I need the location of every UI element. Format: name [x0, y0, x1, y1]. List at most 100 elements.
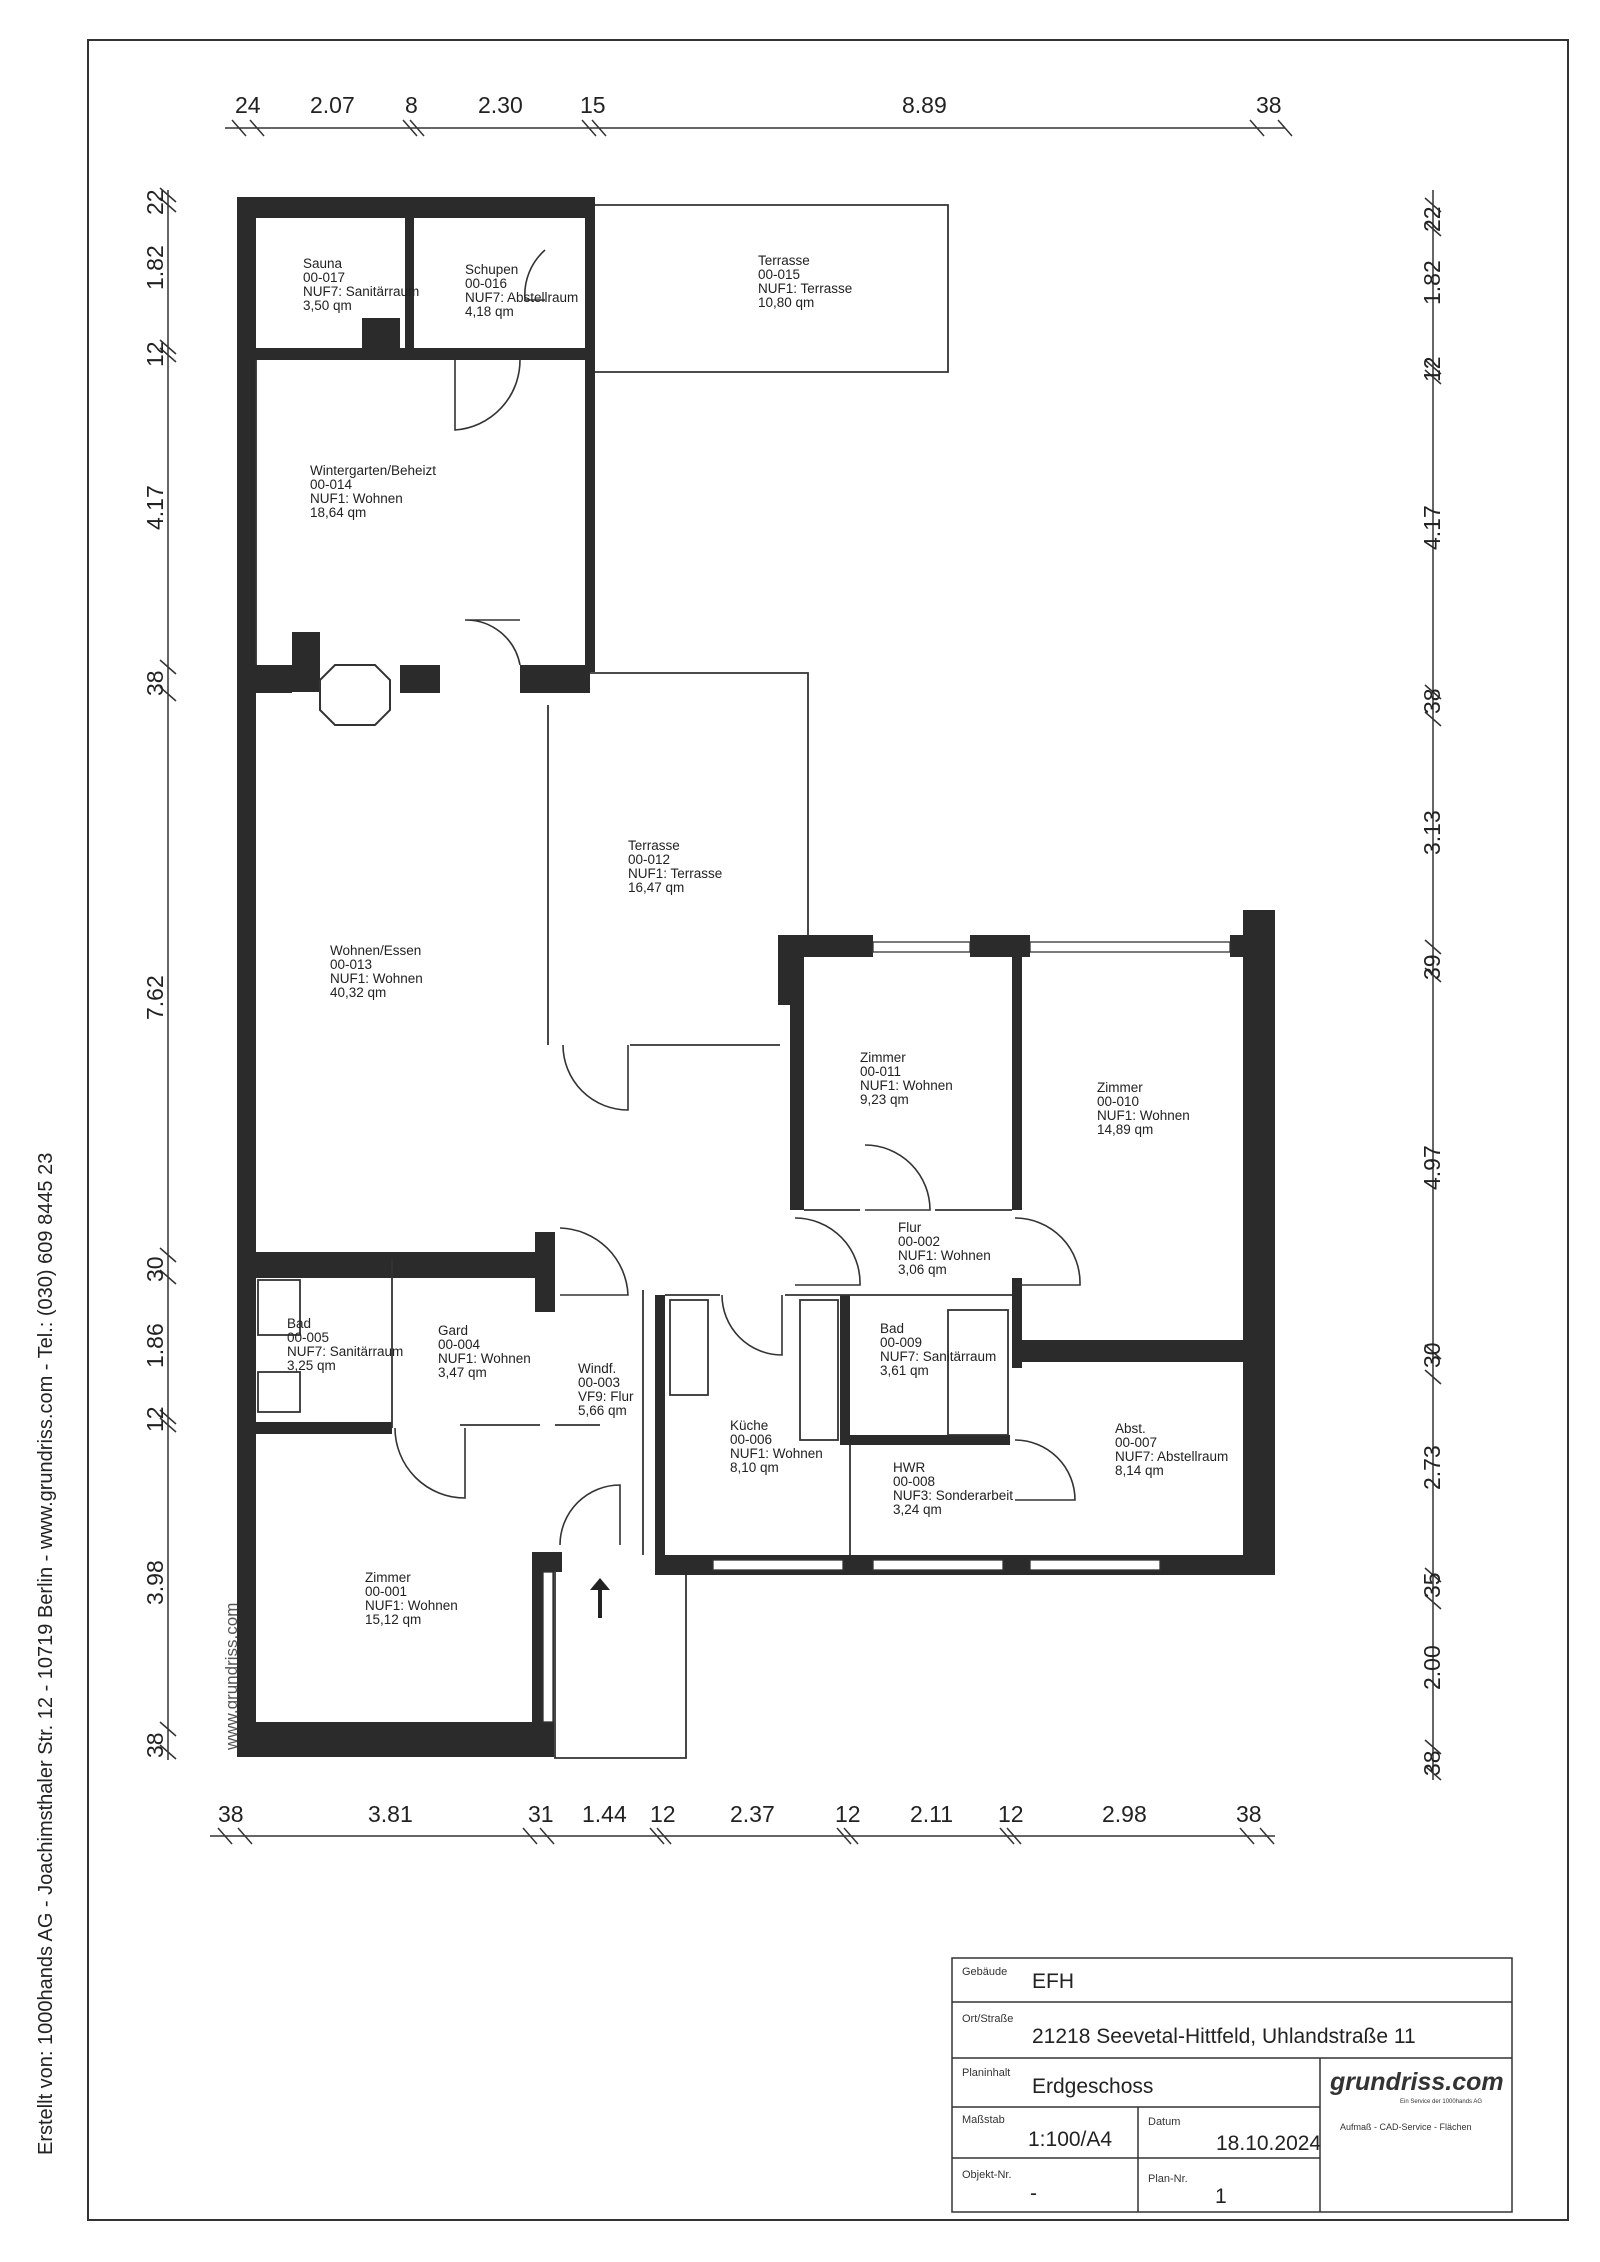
room-area: 8,14 qm: [1115, 1463, 1164, 1478]
room-area: 14,89 qm: [1097, 1122, 1153, 1137]
dim-right-1: 22: [1419, 206, 1445, 232]
dim-top-1: 24: [235, 92, 261, 118]
room-name: Zimmer: [365, 1570, 411, 1585]
room-name: Schupen: [465, 262, 518, 277]
room-area: 10,80 qm: [758, 295, 814, 310]
dimension-right: [1424, 190, 1442, 1781]
room-id: 00-008: [893, 1474, 935, 1489]
dimension-left-labels: 22 1.82 12 4.17 38 7.62 30 1.86 12 3.98 …: [142, 189, 168, 1758]
room-id: 00-002: [898, 1234, 940, 1249]
dim-bottom-4: 1.44: [582, 1801, 627, 1827]
dim-right-9: 30: [1419, 1342, 1445, 1368]
room-id: 00-011: [860, 1064, 901, 1079]
grundriss-logo: grundriss.com: [1329, 2068, 1504, 2096]
room-sauna: Sauna 00-017 NUF7: Sanitärraum 3,50 qm: [303, 256, 419, 313]
room-use: VF9: Flur: [578, 1389, 634, 1404]
room-name: Abst.: [1115, 1421, 1146, 1436]
objekt-label: Objekt-Nr.: [962, 2169, 1012, 2181]
sheet-frame: [87, 39, 1569, 2221]
room-name: Terrasse: [758, 253, 810, 268]
room-area: 3,61 qm: [880, 1363, 929, 1378]
room-id: 00-016: [465, 276, 507, 291]
room-use: NUF7: Sanitärraum: [880, 1349, 996, 1364]
room-name: Zimmer: [860, 1050, 906, 1065]
room-flur: Flur 00-002 NUF1: Wohnen 3,06 qm: [898, 1220, 991, 1277]
datum-value: 18.10.2024: [1216, 2132, 1321, 2155]
room-id: 00-014: [310, 477, 353, 492]
dim-right-6: 3.13: [1419, 810, 1445, 855]
room-use: NUF1: Wohnen: [730, 1446, 823, 1461]
room-name: Wintergarten/Beheizt: [310, 463, 436, 478]
logo-services: Aufmaß - CAD-Service - Flächen: [1340, 2122, 1472, 2132]
room-name: Küche: [730, 1418, 768, 1433]
room-id: 00-005: [287, 1330, 329, 1345]
room-area: 16,47 qm: [628, 880, 684, 895]
dim-top-2: 2.07: [310, 92, 355, 118]
dim-right-11: 35: [1419, 1572, 1445, 1598]
dim-right-2: 1.82: [1419, 260, 1445, 305]
room-id: 00-013: [330, 957, 372, 972]
dim-bottom-2: 3.81: [368, 1801, 413, 1827]
dim-right-10: 2.73: [1419, 1445, 1445, 1490]
dim-right-5: 38: [1419, 688, 1445, 714]
room-area: 3,25 qm: [287, 1358, 336, 1373]
room-id: 00-012: [628, 852, 670, 867]
room-use: NUF1: Terrasse: [628, 866, 722, 881]
room-area: 3,24 qm: [893, 1502, 942, 1517]
dim-right-13: 38: [1419, 1750, 1445, 1776]
dim-left-5: 38: [142, 670, 168, 696]
room-name: Bad: [880, 1321, 904, 1336]
dim-bottom-5: 12: [650, 1801, 676, 1827]
room-area: 9,23 qm: [860, 1092, 909, 1107]
room-name: Windf.: [578, 1361, 616, 1376]
room-kueche: Küche 00-006 NUF1: Wohnen 8,10 qm: [730, 1418, 823, 1475]
room-use: NUF1: Wohnen: [898, 1248, 991, 1263]
massstab-label: Maßstab: [962, 2114, 1005, 2126]
datum-label: Datum: [1148, 2116, 1180, 2128]
room-id: 00-015: [758, 267, 800, 282]
room-id: 00-001: [365, 1584, 407, 1599]
room-area: 4,18 qm: [465, 304, 514, 319]
room-name: Sauna: [303, 256, 343, 271]
dimension-bottom: [210, 1827, 1275, 1845]
dim-right-4: 4.17: [1419, 505, 1445, 550]
room-name: Terrasse: [628, 838, 680, 853]
watermark-text: www.grundriss.com: [222, 1603, 241, 1751]
dim-left-10: 3.98: [142, 1560, 168, 1605]
dim-top-7: 38: [1256, 92, 1282, 118]
logo-subline: Ein Service der 1000hands AG: [1400, 2099, 1482, 2105]
door-swings: [394, 249, 1081, 1546]
dim-left-4: 4.17: [142, 485, 168, 530]
windows: [542, 941, 1231, 1723]
dimension-bottom-labels: 38 3.81 31 1.44 12 2.37 12 2.11 12 2.98 …: [218, 1801, 1262, 1827]
room-name: Bad: [287, 1316, 311, 1331]
room-terrasse-012: Terrasse 00-012 NUF1: Terrasse 16,47 qm: [628, 838, 722, 895]
room-use: NUF7: Sanitärraum: [287, 1344, 403, 1359]
room-id: 00-004: [438, 1337, 481, 1352]
interior-lines: [255, 204, 1012, 1759]
dim-left-1: 22: [142, 189, 168, 215]
room-use: NUF1: Wohnen: [860, 1078, 953, 1093]
dim-bottom-6: 2.37: [730, 1801, 775, 1827]
room-bad-005: Bad 00-005 NUF7: Sanitärraum 3,25 qm: [287, 1316, 403, 1373]
room-area: 3,50 qm: [303, 298, 352, 313]
dim-bottom-3: 31: [528, 1801, 554, 1827]
dim-top-6: 8.89: [902, 92, 947, 118]
plan-label: Plan-Nr.: [1148, 2173, 1188, 2185]
dim-right-3: 12: [1419, 356, 1445, 382]
room-windfang: Windf. 00-003 VF9: Flur 5,66 qm: [578, 1361, 634, 1418]
room-id: 00-009: [880, 1335, 922, 1350]
objekt-value: -: [1030, 2182, 1037, 2205]
room-use: NUF1: Wohnen: [365, 1598, 458, 1613]
room-schupen: Schupen 00-016 NUF7: Abstellraum 4,18 qm: [465, 262, 578, 319]
dim-left-11: 38: [142, 1732, 168, 1758]
room-hwr: HWR 00-008 NUF3: Sonderarbeit 3,24 qm: [893, 1460, 1013, 1517]
room-id: 00-003: [578, 1375, 620, 1390]
room-id: 00-017: [303, 270, 345, 285]
entry-arrow-icon: [590, 1578, 610, 1618]
dim-bottom-1: 38: [218, 1801, 244, 1827]
dim-left-9: 12: [142, 1406, 168, 1432]
room-zimmer-010: Zimmer 00-010 NUF1: Wohnen 14,89 qm: [1097, 1080, 1190, 1137]
dim-left-6: 7.62: [142, 975, 168, 1020]
dim-top-3: 8: [405, 92, 418, 118]
